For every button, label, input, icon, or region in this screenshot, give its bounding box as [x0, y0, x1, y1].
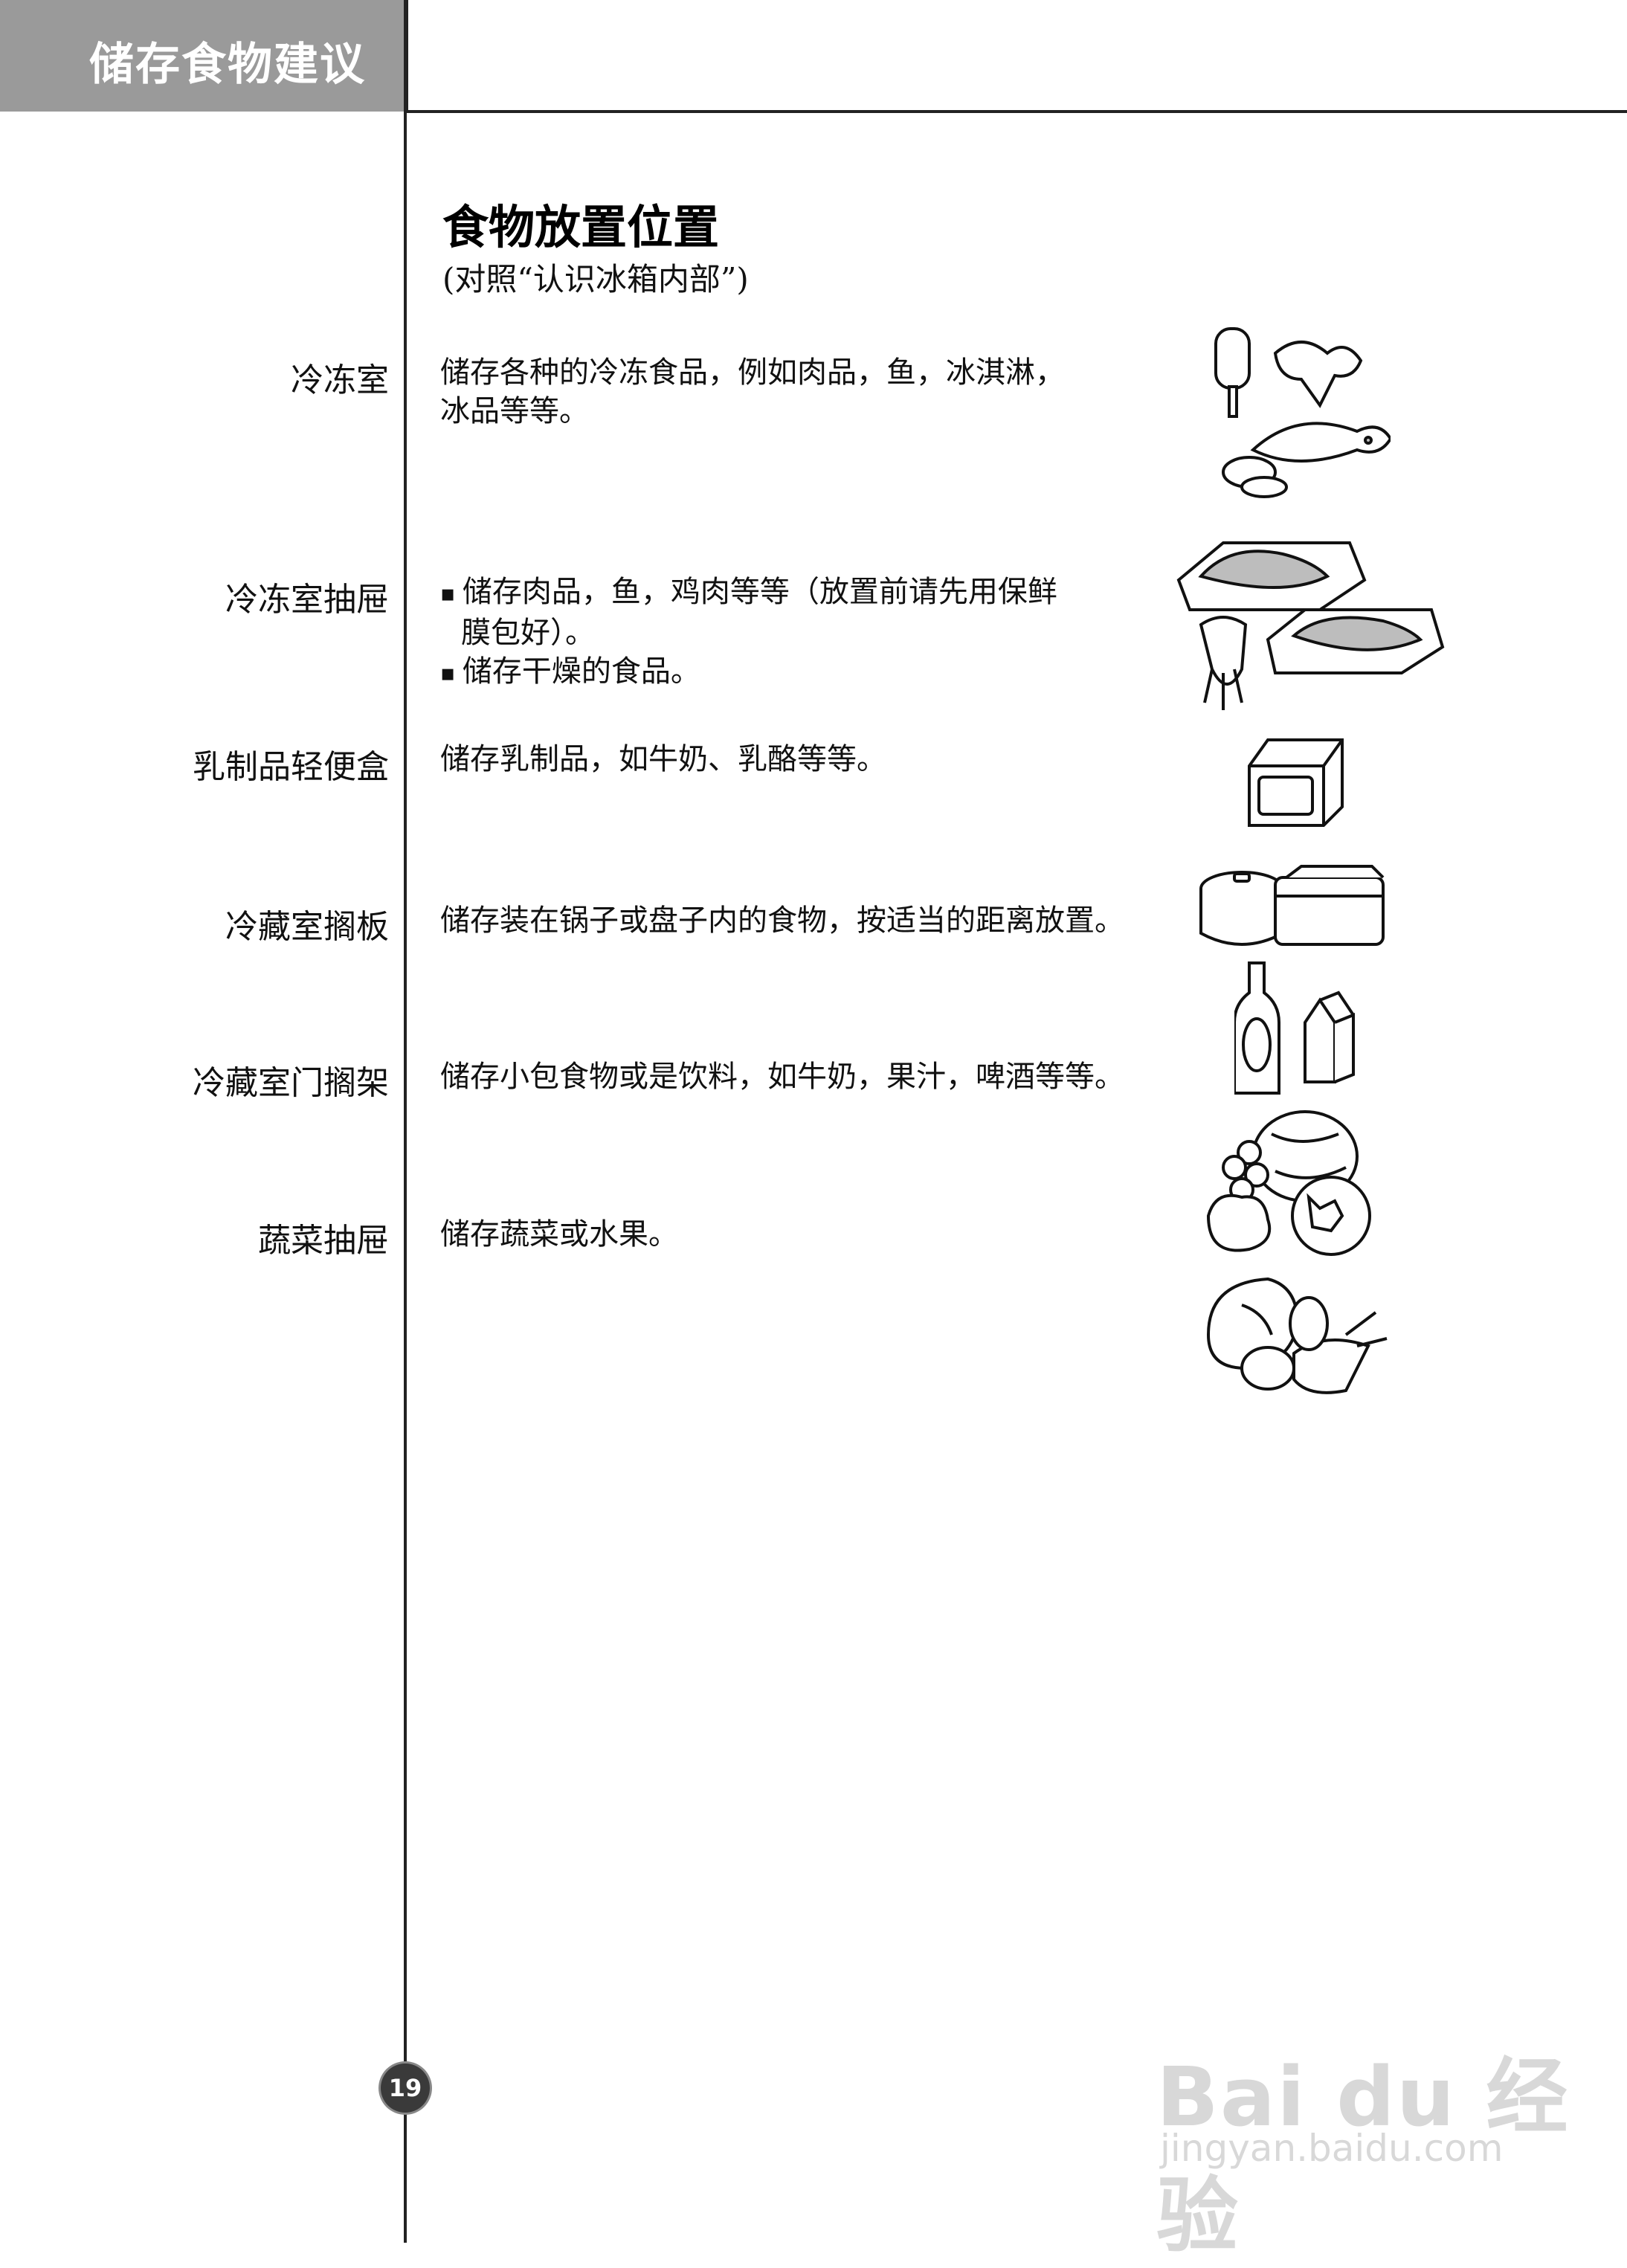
bullet-continuation: 膜包好）。 [461, 616, 595, 650]
desc-freezer-drawer: 储存肉品，鱼，鸡肉等等（放置前请先用保鲜 膜包好）。 储存干燥的食品。 [440, 573, 1154, 693]
header-rule [405, 110, 1627, 113]
label-freezer: 冷冻室 [291, 361, 389, 399]
bottle-and-milk-carton-icon [1234, 961, 1355, 1095]
section-title: 食物放置位置 [442, 200, 720, 254]
header-title: 储存食物建议 [89, 39, 366, 91]
section-subtitle: (对照“认识冰箱内部”) [442, 261, 749, 297]
desc-dairy-box: 储存乳制品，如牛奶、乳酪等等。 [440, 740, 1154, 779]
vegetables-icon [1206, 1277, 1388, 1394]
desc-line: 储存蔬菜或水果。 [440, 1217, 678, 1251]
label-fridge-shelf: 冷藏室搁板 [225, 908, 389, 946]
dairy-box-icon [1248, 738, 1344, 827]
page-number: 19 [381, 2064, 430, 2113]
header-tab [0, 0, 408, 112]
desc-line: 储存乳制品，如牛奶、乳酪等等。 [440, 742, 886, 776]
desc-fridge-shelf: 储存装在锅子或盘子内的食物，按适当的距离放置。 [440, 901, 1154, 940]
label-door-shelf: 冷藏室门搁架 [193, 1064, 389, 1102]
desc-crisper: 储存蔬菜或水果。 [440, 1215, 1154, 1254]
bullet-item: 储存肉品，鱼，鸡肉等等（放置前请先用保鲜 [440, 573, 1154, 613]
desc-line: 储存各种的冷冻食品，例如肉品，鱼，冰淇淋， [440, 355, 1065, 390]
label-freezer-drawer: 冷冻室抽屉 [225, 581, 389, 619]
bullet-item: 储存干燥的食品。 [440, 652, 1154, 693]
desc-line: 冰品等等。 [440, 394, 589, 428]
ice-cream-and-fish-icon [1214, 327, 1391, 498]
pot-and-container-icon [1199, 865, 1385, 946]
desc-line: 储存小包食物或是饮料，如牛奶，果汁，啤酒等等。 [440, 1060, 1124, 1094]
watermark-url: jingyan.baidu.com [1160, 2127, 1504, 2170]
label-dairy-box: 乳制品轻便盒 [193, 748, 389, 786]
desc-door-shelf: 储存小包食物或是饮料，如牛奶，果汁，啤酒等等。 [440, 1057, 1154, 1096]
desc-line: 储存装在锅子或盘子内的食物，按适当的距离放置。 [440, 903, 1124, 938]
fruits-icon [1206, 1110, 1371, 1256]
desc-freezer: 储存各种的冷冻食品，例如肉品，鱼，冰淇淋， 冰品等等。 [440, 353, 1154, 431]
label-crisper: 蔬菜抽屉 [258, 1222, 389, 1260]
vertical-rule [404, 0, 407, 2243]
wrapped-meat-and-squid-icon [1176, 541, 1445, 710]
